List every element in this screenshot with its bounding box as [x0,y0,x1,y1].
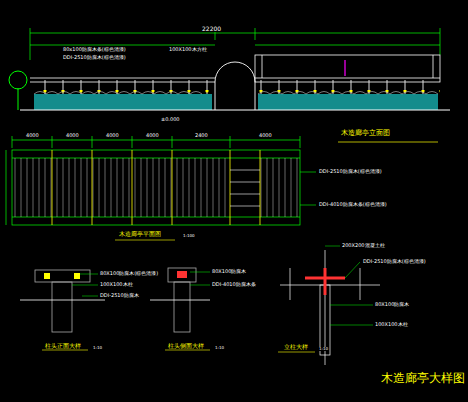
note: 200X200混凝土柱 [341,243,386,248]
dimension: 4000 [258,133,273,138]
note: 100X100木柱 [374,322,409,327]
note: 100X100木方柱 [168,47,208,52]
view-title: 木造廊亭立面图 [340,130,391,137]
view-title: 立柱大样 [283,344,309,350]
note: DDI-2510防腐木(棕色清漆) [362,259,427,264]
note: 80X100防腐木 [211,269,247,274]
note: 100X100木柱 [99,282,134,287]
note: 80X100防腐木(棕色清漆) [99,271,159,276]
dimension: 4000 [105,133,120,138]
note: DDI-4010防腐木条(棕色清漆) [318,202,388,207]
note: DDI-2510防腐木(棕色清漆) [318,169,383,174]
scale: 1:10 [318,347,329,351]
scale: 1:10 [214,346,225,350]
note: DDI-2510防腐木(棕色清漆) [62,55,127,60]
dimension: 2400 [194,133,209,138]
dimension: 22200 [201,26,222,32]
view-title: 柱头正面大样 [44,343,82,349]
view-title: 柱头侧面大样 [167,343,205,349]
scale: 1:10 [92,346,103,350]
drawing-title: 木造廊亭大样图 [380,372,466,384]
scale: 1:100 [182,234,196,238]
note: DDI-4010防腐木条 [211,282,257,287]
note: DDI-2510防腐木 [99,293,140,298]
note: 80x100防腐木条(棕色清漆) [62,47,127,52]
level: ±0.000 [160,117,181,122]
dimension: 4000 [145,133,160,138]
view-title: 木造廊亭平面图 [118,231,162,237]
dimension: 4000 [25,133,40,138]
dimension: 4000 [65,133,80,138]
note: 80X100防腐木 [374,302,410,307]
